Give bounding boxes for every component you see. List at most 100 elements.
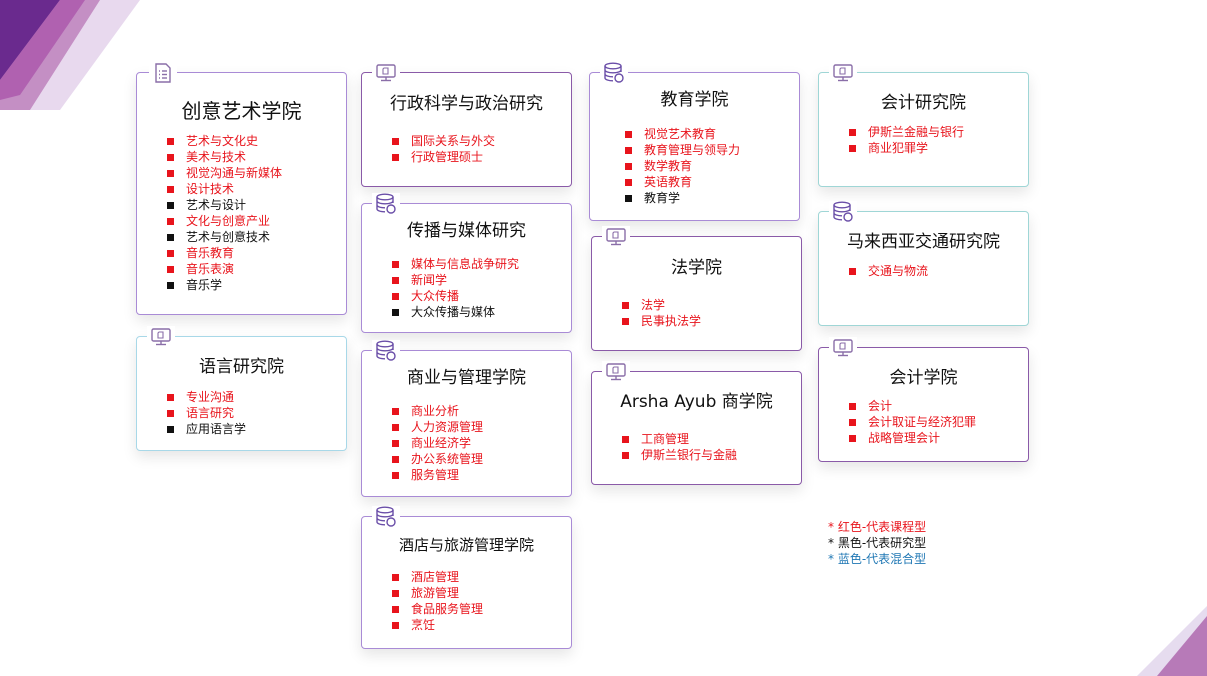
program-item: 大众传播与媒体 [392, 304, 519, 320]
legend-research: * 黑色-代表研究型 [828, 536, 927, 550]
bullet-square-icon [167, 153, 174, 161]
program-label: 商业犯罪学 [868, 141, 929, 155]
program-item: 服务管理 [392, 467, 483, 483]
program-label: 艺术与创意技术 [186, 230, 271, 244]
bullet-square-icon [392, 589, 399, 597]
faculty-card: 语言研究院专业沟通语言研究应用语言学 [136, 326, 347, 451]
faculty-card: 酒店与旅游管理学院酒店管理旅游管理食品服务管理烹饪 [361, 506, 572, 649]
program-item: 伊斯兰金融与银行 [849, 124, 964, 140]
program-item: 交通与物流 [849, 263, 928, 279]
bullet-square-icon [167, 249, 174, 257]
program-item: 伊斯兰银行与金融 [622, 447, 737, 463]
program-item: 音乐表演 [167, 261, 282, 277]
program-item: 会计 [849, 398, 976, 414]
program-list: 专业沟通语言研究应用语言学 [167, 389, 246, 437]
bullet-square-icon [849, 402, 856, 410]
bullet-square-icon [849, 128, 856, 136]
bullet-square-icon [167, 217, 174, 225]
program-item: 文化与创意产业 [167, 213, 282, 229]
bullet-square-icon [849, 267, 856, 275]
faculty-card: 会计研究院伊斯兰金融与银行商业犯罪学 [818, 62, 1029, 187]
program-label: 专业沟通 [186, 390, 235, 404]
bullet-square-icon [625, 194, 632, 202]
bullet-square-icon [167, 425, 174, 433]
monitor-icon [602, 361, 630, 383]
program-list: 艺术与文化史美术与技术视觉沟通与新媒体设计技术艺术与设计文化与创意产业艺术与创意… [167, 133, 282, 293]
bullet-square-icon [392, 276, 399, 284]
bullet-square-icon [167, 169, 174, 177]
faculty-title: 会计学院 [889, 368, 958, 388]
program-label: 酒店管理 [411, 570, 460, 584]
program-list: 工商管理伊斯兰银行与金融 [622, 431, 737, 463]
program-label: 商业分析 [411, 404, 460, 418]
program-item: 烹饪 [392, 617, 483, 633]
monitor-icon [829, 337, 857, 359]
program-list: 法学民事执法学 [622, 297, 701, 329]
program-item: 旅游管理 [392, 585, 483, 601]
program-item: 数学教育 [625, 158, 740, 174]
program-label: 伊斯兰金融与银行 [868, 125, 965, 139]
bullet-square-icon [622, 301, 629, 309]
program-label: 国际关系与外交 [411, 134, 496, 148]
database-icon [372, 340, 400, 362]
program-item: 艺术与创意技术 [167, 229, 282, 245]
program-item: 艺术与设计 [167, 197, 282, 213]
faculty-title: 行政科学与政治研究 [390, 94, 543, 114]
database-icon [600, 62, 628, 84]
bullet-square-icon [167, 409, 174, 417]
legend-course: * 红色-代表课程型 [828, 520, 927, 534]
faculty-card: 马来西亚交通研究院交通与物流 [818, 201, 1029, 326]
program-label: 美术与技术 [186, 150, 247, 164]
corner-decoration-top-left [0, 0, 140, 110]
program-label: 工商管理 [641, 432, 690, 446]
program-label: 旅游管理 [411, 586, 460, 600]
program-item: 教育管理与领导力 [625, 142, 740, 158]
bullet-square-icon [625, 178, 632, 186]
faculty-title: 创意艺术学院 [181, 99, 302, 123]
monitor-icon [829, 62, 857, 84]
bullet-square-icon [392, 407, 399, 415]
program-label: 大众传播与媒体 [411, 305, 496, 319]
program-label: 食品服务管理 [411, 602, 484, 616]
bullet-square-icon [392, 455, 399, 463]
program-label: 文化与创意产业 [186, 214, 271, 228]
program-item: 战略管理会计 [849, 430, 976, 446]
faculty-title: 商业与管理学院 [407, 368, 526, 388]
bullet-square-icon [167, 201, 174, 209]
program-item: 语言研究 [167, 405, 246, 421]
faculty-card: 传播与媒体研究媒体与信息战争研究新闻学大众传播大众传播与媒体 [361, 193, 572, 333]
database-icon [372, 506, 400, 528]
faculty-title: 传播与媒体研究 [407, 221, 526, 241]
legend: * 红色-代表课程型 * 黑色-代表研究型 * 蓝色-代表混合型 [828, 519, 926, 567]
bullet-square-icon [392, 621, 399, 629]
bullet-square-icon [167, 233, 174, 241]
program-list: 媒体与信息战争研究新闻学大众传播大众传播与媒体 [392, 256, 519, 320]
program-label: 设计技术 [186, 182, 235, 196]
program-list: 商业分析人力资源管理商业经济学办公系统管理服务管理 [392, 403, 483, 483]
bullet-square-icon [849, 418, 856, 426]
database-icon [829, 201, 857, 223]
program-item: 酒店管理 [392, 569, 483, 585]
program-label: 法学 [641, 298, 666, 312]
program-item: 设计技术 [167, 181, 282, 197]
bullet-square-icon [167, 281, 174, 289]
program-item: 商业犯罪学 [849, 140, 964, 156]
program-label: 商业经济学 [411, 436, 472, 450]
bullet-square-icon [625, 162, 632, 170]
program-item: 艺术与文化史 [167, 133, 282, 149]
program-label: 民事执法学 [641, 314, 702, 328]
faculty-card: 商业与管理学院商业分析人力资源管理商业经济学办公系统管理服务管理 [361, 340, 572, 497]
program-item: 应用语言学 [167, 421, 246, 437]
program-item: 会计取证与经济犯罪 [849, 414, 976, 430]
program-label: 语言研究 [186, 406, 235, 420]
bullet-square-icon [622, 435, 629, 443]
bullet-square-icon [167, 137, 174, 145]
program-label: 音乐表演 [186, 262, 235, 276]
program-item: 音乐学 [167, 277, 282, 293]
monitor-icon [372, 62, 400, 84]
faculty-title: 法学院 [671, 258, 722, 278]
program-item: 美术与技术 [167, 149, 282, 165]
program-label: 艺术与设计 [186, 198, 247, 212]
faculty-title: 教育学院 [660, 90, 729, 110]
program-item: 国际关系与外交 [392, 133, 495, 149]
